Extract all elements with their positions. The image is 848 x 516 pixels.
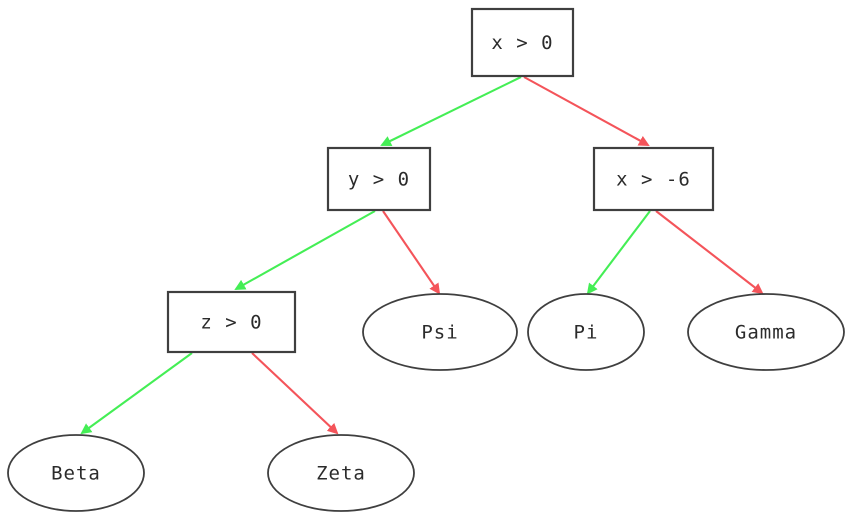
tree-edge-true (380, 76, 522, 146)
tree-node-root[interactable]: x > 0 (470, 7, 575, 78)
node-label: Pi (574, 322, 599, 344)
decision-node-shape (326, 146, 432, 212)
tree-edge-true (586, 210, 651, 295)
edge-layer (80, 76, 764, 435)
tree-edge-true (234, 210, 376, 290)
tree-edge-false (251, 352, 339, 435)
decision-node-shape (470, 7, 575, 78)
node-label: Gamma (735, 322, 797, 344)
tree-edge-false (382, 210, 441, 295)
node-label: y > 0 (348, 169, 410, 191)
leaf-node-shape (7, 434, 145, 512)
node-label: z > 0 (200, 312, 262, 334)
leaf-node-shape (527, 293, 645, 371)
tree-node-pi[interactable]: Pi (527, 293, 645, 371)
tree-node-beta[interactable]: Beta (7, 434, 145, 512)
tree-node-y_gt_0[interactable]: y > 0 (326, 146, 432, 212)
node-label: x > -6 (616, 169, 691, 191)
node-label: Beta (51, 463, 101, 485)
node-label: Zeta (316, 463, 366, 485)
tree-edge-false (655, 210, 764, 295)
tree-edge-true (80, 352, 193, 435)
node-label: Psi (421, 322, 458, 344)
tree-node-x_gt_m6[interactable]: x > -6 (592, 146, 715, 212)
tree-node-zeta[interactable]: Zeta (267, 434, 415, 512)
tree-node-psi[interactable]: Psi (362, 293, 518, 371)
leaf-node-shape (687, 293, 845, 371)
tree-edge-false (523, 76, 650, 146)
leaf-node-shape (267, 434, 415, 512)
decision-node-shape (166, 290, 297, 354)
decision-node-shape (592, 146, 715, 212)
tree-node-gamma[interactable]: Gamma (687, 293, 845, 371)
node-label: x > 0 (491, 32, 553, 54)
leaf-node-shape (362, 293, 518, 371)
tree-node-z_gt_0[interactable]: z > 0 (166, 290, 297, 354)
